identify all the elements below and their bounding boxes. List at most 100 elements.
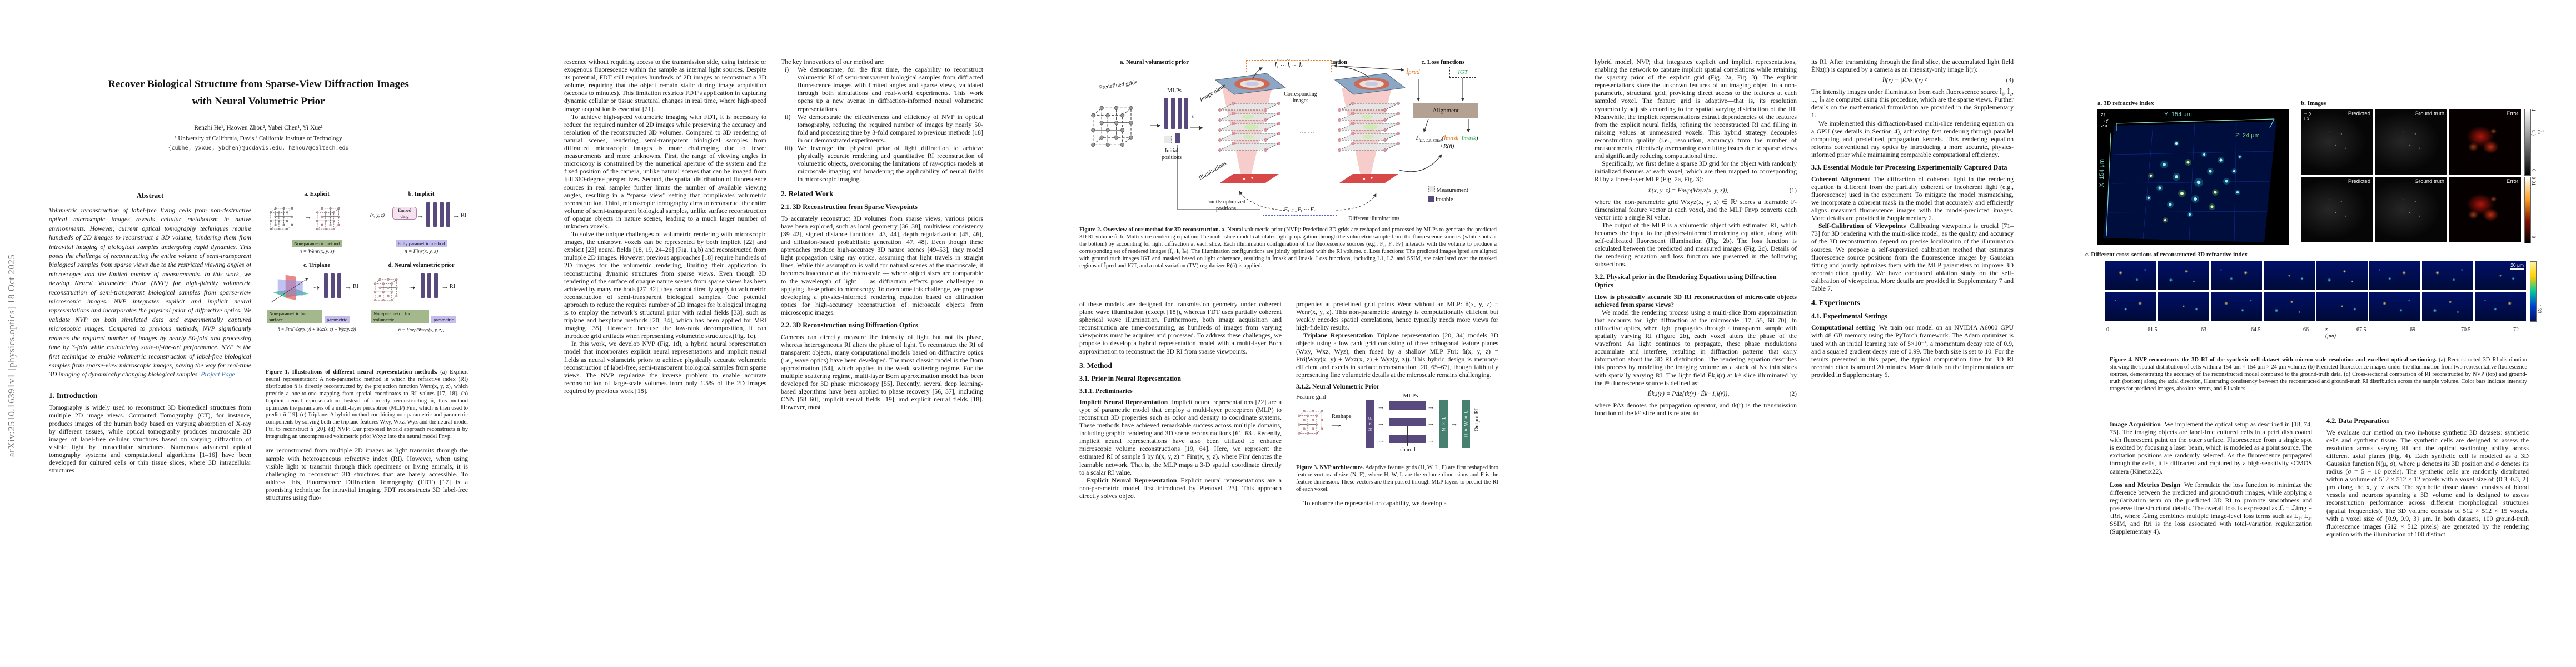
fig2-igt-box: IGT	[1449, 67, 1476, 78]
fig2-corresponding-label1: Corresponding	[1284, 91, 1317, 97]
tile-label: Error	[2506, 111, 2518, 117]
arrow-icon: →	[1427, 402, 1434, 411]
section-3-1-1-heading: 3.1.1. Preliminaries	[1079, 387, 1133, 395]
colorbar-label: 0	[2531, 236, 2537, 238]
section-4-1-heading: 4.1. Experimental Settings	[1811, 312, 1887, 320]
item-text: We demonstrate, for the first time, the …	[798, 66, 983, 113]
abstract-text: Volumetric reconstruction of label-free …	[49, 206, 251, 379]
mlp-bars-icon	[1163, 98, 1189, 129]
arrow-icon: →	[441, 282, 449, 291]
fig1-b-title: b. Implicit	[408, 191, 435, 197]
authors: Renzhi He¹, Haowen Zhou², Yubei Chen¹, Y…	[194, 125, 323, 131]
affiliations: ¹ University of California, Davis ² Cali…	[175, 135, 342, 142]
paragraph: To achieve high-speed volumetric imaging…	[564, 112, 766, 230]
figure-3-caption-body: Adaptive feature grids (H, W, L, F) are …	[1296, 465, 1498, 492]
page4-col1: hybrid model, NVP, that integrates expli…	[1595, 58, 1797, 591]
tile-label: Ground truth	[2414, 111, 2444, 117]
fig1-b-ri: RI	[461, 212, 466, 218]
fig4-z-dim-label: Z: 24 μm	[2235, 132, 2260, 139]
project-page-link[interactable]: Project Page	[201, 370, 235, 379]
fig1-c-eq: n̂ = Ftri(Wxy(x, y) + Wxz(x, z) + Wyz(y,…	[277, 327, 356, 332]
z-tick: 66	[2303, 327, 2309, 333]
loss-comma: ,	[1458, 135, 1462, 142]
z-tick: 0	[2106, 327, 2109, 333]
paragraph: To accurately reconstruct 3D volumes fro…	[781, 214, 983, 316]
fig1-a-eq: n̂ = Wenr(x, y, z)	[299, 249, 335, 255]
image-acquisition-body: We implement the optical setup as descri…	[2110, 420, 2312, 475]
section-2-2-heading: 2.2. 3D Reconstruction using Diffraction…	[781, 321, 918, 329]
mlp-layer-bar	[1389, 434, 1426, 443]
fig1-c-tag1: Non-parametric for surface	[267, 310, 322, 323]
fig1-panel-b: b. Implicit (x, y, z) Embed ding → → RI …	[370, 191, 468, 255]
fig1-b-eq: n̂ = Finr(x, y, z)	[404, 249, 439, 255]
page1-col2-body: are reconstructed from multiple 2D image…	[266, 446, 468, 502]
item-number: iii)	[785, 144, 793, 152]
fig2-diff-illum-label1: Different	[1348, 216, 1369, 222]
equation-1-body: n̂(x, y, z) = Fnvp(Wxyz(x, y, z)),	[1648, 187, 1729, 194]
arxiv-stamp: arXiv:2510.16391v1 [physics.optics] 18 O…	[6, 254, 17, 457]
section-3-1-heading: 3.1. Prior in Neural Representation	[1079, 375, 1182, 383]
ground-truth-image-2: Ground truth	[2375, 177, 2447, 242]
predicted-image-1: Predicted → y ↓ x	[2301, 109, 2373, 175]
mlp-layer-bar	[1389, 401, 1426, 410]
page1-col1: Abstract Volumetric reconstruction of la…	[49, 191, 251, 603]
paragraph: The output of the MLP is a volumetric ob…	[1595, 221, 1797, 268]
section-3-3-heading: 3.3. Essential Module for Processing Exp…	[1811, 163, 2007, 172]
equation-3-number: (3)	[2006, 77, 2014, 84]
arrow-icon: →	[1377, 419, 1384, 427]
loss-close: )	[1476, 135, 1478, 142]
loss-pred: Îmask	[1443, 135, 1459, 142]
equation-2-body: Êk,i(r) = PΔz{tk(r) · Êk−1,i(r)},	[1647, 390, 1730, 397]
loss-sub: L1, L2, SSIM	[1419, 138, 1442, 143]
fig2-nhat-label: n̂	[1192, 113, 1195, 120]
figure-2-caption: Figure 2. Overview of our method for 3D …	[1079, 227, 1497, 270]
page3-col2: properties at predefined grid points Wen…	[1296, 300, 1498, 611]
paragraph: We evaluate our method on two in-house s…	[2326, 428, 2529, 538]
fig1-a-title: a. Explicit	[304, 191, 330, 197]
fig3-nxf-bar: N × F	[1366, 400, 1374, 448]
related-work-heading: 2. Related Work	[781, 189, 834, 198]
paragraph: properties at predefined grid points Wen…	[1296, 300, 1498, 332]
embedding-box-line1: Embed	[397, 207, 412, 213]
triplane-head: Triplane Representation	[1303, 331, 1373, 340]
fig4-c-title: c. Different cross-sections of reconstru…	[2085, 251, 2248, 258]
z-tick: 64.5	[2251, 327, 2261, 333]
fig2-jointly-label1: Jointly optimized	[1207, 199, 1245, 205]
page-1: arXiv:2510.16391v1 [physics.optics] 18 O…	[0, 0, 515, 667]
section-4-2-heading: 4.2. Data Preparation	[2326, 417, 2389, 425]
error-image-2: Error	[2449, 177, 2521, 242]
page1-col2: a. Explicit → Non-parametric method n̂ =…	[266, 191, 468, 603]
tile-label: Predicted	[2348, 178, 2370, 185]
shared-line	[1407, 426, 1408, 446]
emails: {cubhe, yxxue, ybchen}@ucdavis.edu, hzho…	[168, 145, 349, 151]
fig1-b-input: (x, y, z)	[370, 212, 385, 218]
intro-heading: 1. Introduction	[49, 391, 98, 400]
lattice-gray-icon	[269, 207, 293, 231]
fig2-rendered-images-box: Î₁ ⋯ Îᵢ ⋯ Îₙ	[1246, 60, 1332, 72]
intensity-colorbar	[2524, 109, 2531, 176]
fig3-shared-label: shared	[1400, 446, 1416, 453]
item-text: We leverage the physical prior of light …	[798, 144, 983, 183]
page-5: a. 3D refractive index b. Images	[2061, 0, 2576, 667]
computational-setting-body: We train our model on an NVIDIA A6000 GP…	[1811, 323, 2014, 379]
figure-1-caption: Figure 1. Illustrations of different neu…	[266, 369, 468, 441]
equation-1-number: (1)	[1789, 187, 1797, 194]
tile-label: Ground truth	[2414, 178, 2444, 185]
figure-2-caption-body: a. Neural volumetric prior (NVP): Predef…	[1079, 227, 1497, 269]
figure-3: Feature grid Reshape → N × F MLPs → → → …	[1296, 392, 1498, 459]
title-line-1: Recover Biological Structure from Sparse…	[108, 78, 409, 90]
measurement-box-icon	[1428, 186, 1435, 192]
colorbar-label: 0	[2531, 169, 2537, 172]
z-tick: 70.5	[2461, 327, 2471, 333]
equation-2: Êk,i(r) = PΔz{tk(r) · Êk−1,i(r)},(2)	[1595, 391, 1797, 397]
figure-4-caption: Figure 4. NVP reconstructs the 3D RI of …	[2110, 357, 2527, 393]
figure-1-caption-body: (a) Explicit neural representation: A no…	[266, 369, 468, 440]
implicit-body: Implicit neural representations [22] are…	[1079, 397, 1282, 476]
computational-setting-head: Computational setting	[1811, 323, 1875, 332]
colorbar-label: I (a. u.)	[2531, 130, 2548, 136]
mlp-bars-icon	[425, 202, 451, 227]
page2-col1: rescence without requiring access to the…	[564, 58, 766, 591]
